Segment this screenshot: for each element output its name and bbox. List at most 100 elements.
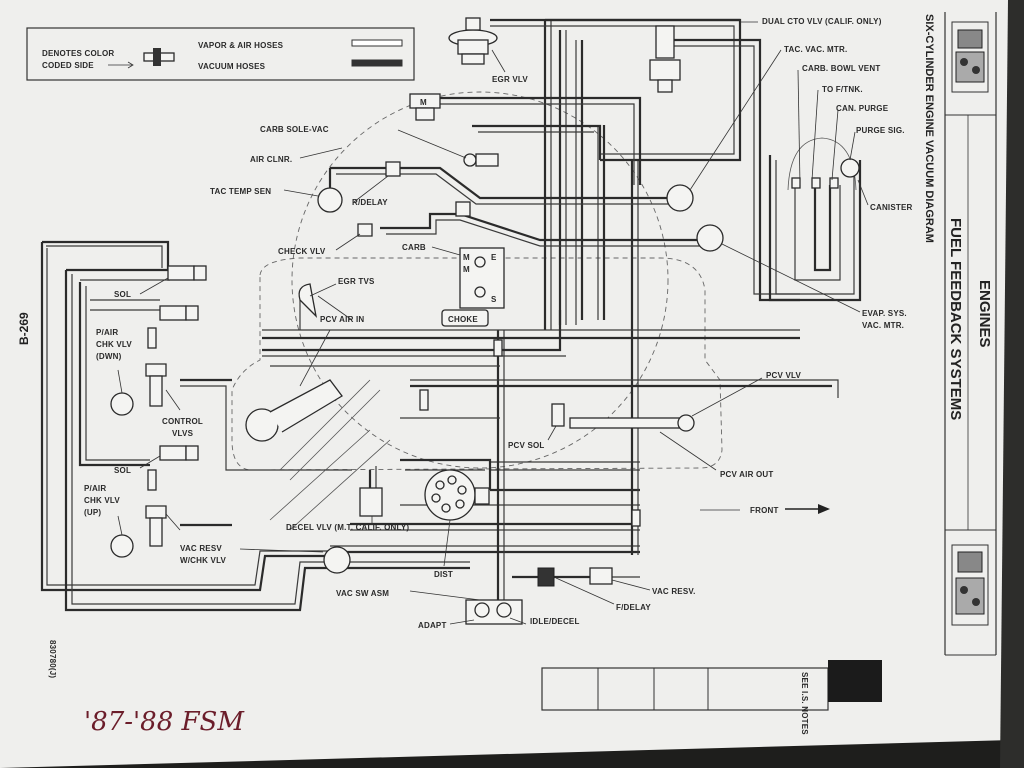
label-pcv-air-in: PCV AIR IN	[320, 315, 364, 324]
notes-black-tab	[828, 660, 882, 702]
decel-valve-icon	[359, 487, 383, 517]
label-air-clnr: AIR CLNR.	[250, 155, 292, 164]
label-sol-lower: SOL	[114, 466, 131, 475]
pair-check-valve-down-icon	[110, 363, 167, 416]
carb-fitting-icon	[455, 201, 471, 217]
carb-port-m1: M	[463, 253, 470, 262]
see-notes-label: SEE I.S. NOTES	[800, 672, 809, 735]
legend: DENOTES COLOR CODED SIDE VAPOR & AIR HOS…	[26, 27, 415, 81]
label-r-delay: R/DELAY	[352, 198, 388, 207]
solenoid-lower-icon	[159, 445, 199, 461]
label-egr-tvs: EGR TVS	[338, 277, 375, 286]
components: M M E M S	[110, 17, 860, 625]
label-vac-resv-1: VAC RESV	[180, 544, 222, 553]
distributor-icon	[424, 469, 490, 521]
component-labels: EGR VLV DUAL CTO VLV (CALIF. ONLY) TAC. …	[84, 17, 913, 630]
diagram-title: SIX-CYLINDER ENGINE VACUUM DIAGRAM	[923, 14, 935, 243]
label-carb-bowl-vent: CARB. BOWL VENT	[802, 64, 880, 73]
legend-vacuum: VACUUM HOSES	[198, 62, 266, 71]
label-decel-vlv: DECEL VLV (M.T. CALIF. ONLY)	[286, 523, 409, 532]
label-to-f-tnk: TO F/TNK.	[822, 85, 863, 94]
label-egr-vlv: EGR VLV	[492, 75, 528, 84]
label-carb-sole-vac: CARB SOLE-VAC	[260, 125, 329, 134]
label-adapt: ADAPT	[418, 621, 447, 630]
label-pcv-sol: PCV SOL	[508, 441, 545, 450]
inline-fitting	[631, 509, 641, 527]
vac-reservoir-right-icon	[589, 567, 613, 585]
label-pcv-vlv: PCV VLV	[766, 371, 802, 380]
dual-cto-valve-icon	[649, 25, 681, 93]
label-f-delay: F/DELAY	[616, 603, 651, 612]
tac-vac-motor-circle	[666, 184, 694, 212]
system-title: FUEL FEEDBACK SYSTEMS	[947, 218, 964, 420]
vapor-hose-swatch	[351, 39, 403, 47]
tac-motor-mark: M	[420, 98, 427, 107]
label-dist: DIST	[434, 570, 453, 579]
label-evap-2: VAC. MTR.	[862, 321, 904, 330]
air-cleaner-snorkel-icon	[245, 283, 391, 531]
see-notes-box: SEE I.S. NOTES	[541, 660, 882, 735]
legend-color-coded-1: DENOTES COLOR	[42, 49, 114, 58]
label-tac-temp-sen: TAC TEMP SEN	[210, 187, 271, 196]
engine-outline	[231, 91, 723, 471]
egr-valve-icon	[448, 17, 498, 65]
section-title: ENGINES	[976, 280, 993, 348]
r-delay-icon	[385, 161, 401, 177]
evap-vac-motor-circle	[696, 224, 724, 252]
label-p-air-up-1: P/AIR	[84, 484, 106, 493]
label-dual-cto: DUAL CTO VLV (CALIF. ONLY)	[762, 17, 882, 26]
label-vac-sw-asm: VAC SW ASM	[336, 589, 389, 598]
label-vac-resv-2: W/CHK VLV	[180, 556, 227, 565]
figure-code: 830780(J)	[48, 640, 57, 678]
tac-vacuum-motor-icon: M	[409, 93, 441, 121]
label-check-vlv: CHECK VLV	[278, 247, 326, 256]
solenoid-upper-icon	[159, 265, 207, 321]
color-coded-band	[153, 48, 161, 66]
label-choke: CHOKE	[448, 315, 478, 324]
inline-fitting	[147, 327, 157, 349]
carb-port-s: S	[491, 295, 497, 304]
vacuum-switch-assembly-icon	[465, 599, 523, 625]
label-sol-upper: SOL	[114, 290, 131, 299]
engine-icon-bottom	[951, 544, 989, 626]
label-p-air-dwn-1: P/AIR	[96, 328, 118, 337]
carburetor-icon: M E M S	[441, 247, 505, 327]
label-p-air-dwn-2: CHK VLV	[96, 340, 132, 349]
front-arrow: FRONT	[700, 504, 830, 515]
label-carb: CARB	[402, 243, 426, 252]
inline-fitting	[419, 389, 429, 411]
handwritten-note: '87-'88 FSM	[84, 707, 245, 737]
pcv-valve-icon	[551, 403, 695, 432]
tac-temp-sensor-icon	[317, 187, 343, 213]
label-p-air-up-2: CHK VLV	[84, 496, 120, 505]
carb-port-m2: M	[463, 265, 470, 274]
label-evap-1: EVAP. SYS.	[862, 309, 907, 318]
check-valve-icon	[357, 223, 373, 237]
front-label: FRONT	[750, 506, 779, 515]
label-vac-resv-right: VAC RESV.	[652, 587, 696, 596]
canister-icon	[787, 137, 860, 191]
label-p-air-dwn-3: (DWN)	[96, 352, 122, 361]
label-canister: CANISTER	[870, 203, 913, 212]
inline-fitting	[493, 339, 503, 357]
label-p-air-up-3: (UP)	[84, 508, 101, 517]
label-purge-sig: PURGE SIG.	[856, 126, 905, 135]
page-edge	[1000, 0, 1024, 768]
choke-box	[441, 309, 489, 327]
label-pcv-air-out: PCV AIR OUT	[720, 470, 773, 479]
label-idle-decel: IDLE/DECEL	[530, 617, 580, 626]
label-control-1: CONTROL	[162, 417, 203, 426]
label-can-purge: CAN. PURGE	[836, 104, 889, 113]
label-control-2: VLVS	[172, 429, 194, 438]
egr-tvs-icon	[298, 283, 318, 318]
carb-port-e: E	[491, 253, 497, 262]
label-tac-vac-mtr: TAC. VAC. MTR.	[784, 45, 847, 54]
header-strip: SIX-CYLINDER ENGINE VACUUM DIAGRAM FUEL …	[923, 12, 997, 656]
page-reference: B-269	[17, 312, 31, 345]
carb-sole-vac-icon	[463, 153, 499, 167]
f-delay-icon	[537, 567, 555, 587]
leader-lines	[117, 21, 869, 625]
vacuum-hose-swatch	[351, 59, 403, 67]
engine-icon-top	[951, 21, 989, 93]
